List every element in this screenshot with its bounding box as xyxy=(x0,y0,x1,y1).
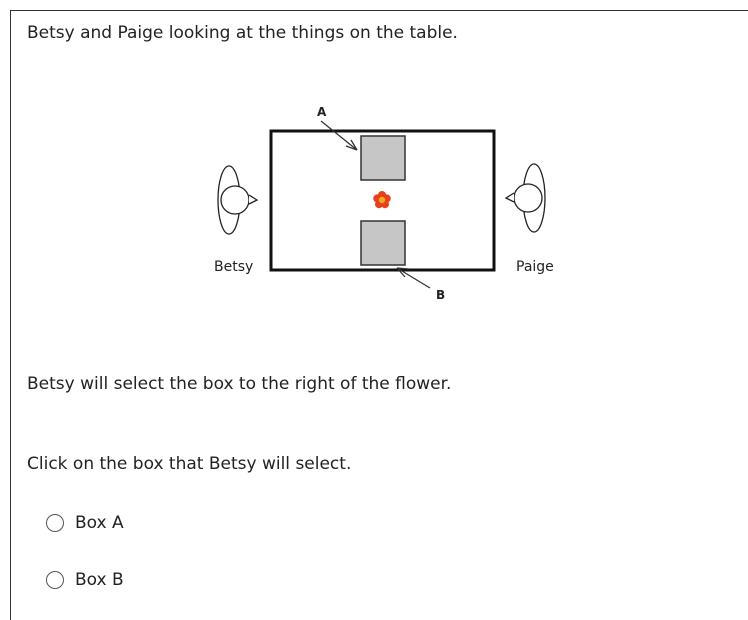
question-text: Click on the box that Betsy will select. xyxy=(27,454,352,474)
option-box-b[interactable]: Box B xyxy=(46,570,124,590)
table-scene: A B Betsy Paige xyxy=(214,105,554,302)
arrow-b-icon xyxy=(396,267,431,289)
betsy-figure-icon xyxy=(217,165,259,235)
betsy-label: Betsy xyxy=(214,259,253,275)
arrow-a-icon xyxy=(320,120,358,151)
paige-label: Paige xyxy=(516,259,554,275)
flower-icon xyxy=(373,191,391,209)
paige-figure-icon xyxy=(504,163,546,233)
label-b: B xyxy=(436,288,445,302)
label-a: A xyxy=(317,105,327,119)
option-box-a[interactable]: Box A xyxy=(46,513,124,533)
question-frame xyxy=(10,10,748,620)
option-box-a-label: Box A xyxy=(75,513,124,533)
radio-box-b[interactable] xyxy=(46,571,64,589)
option-box-b-label: Box B xyxy=(75,570,124,590)
radio-box-a[interactable] xyxy=(46,514,64,532)
box-a[interactable] xyxy=(360,135,406,181)
box-b[interactable] xyxy=(360,220,406,266)
intro-text: Betsy and Paige looking at the things on… xyxy=(27,23,458,43)
statement-text: Betsy will select the box to the right o… xyxy=(27,374,452,394)
